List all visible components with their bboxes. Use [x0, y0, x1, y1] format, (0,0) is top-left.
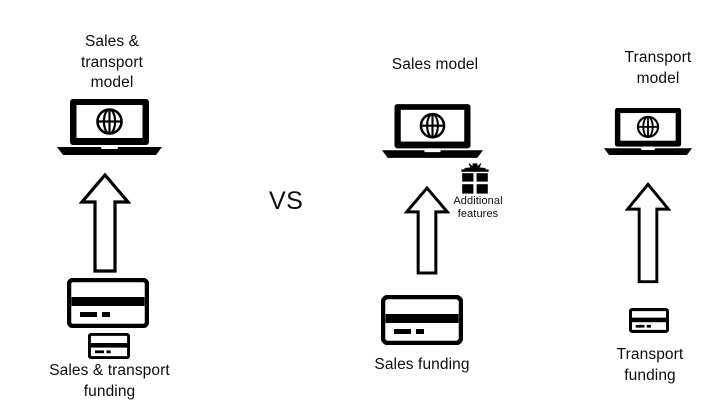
up-arrow-icon-transport	[625, 176, 671, 290]
laptop-globe-icon-combined	[57, 98, 162, 156]
credit-card-icon-large-sales	[381, 295, 463, 345]
credit-card-icon-small-transport	[629, 308, 669, 333]
laptop-globe-icon-transport	[604, 107, 692, 156]
up-arrow-icon-sales	[404, 180, 450, 281]
vs-label: VS	[269, 187, 304, 215]
credit-card-icon-large-combined	[67, 278, 149, 328]
funding-label-sales: Sales funding	[374, 356, 470, 373]
funding-label-transport: Transport funding	[616, 346, 684, 384]
extra-features-label-sales: Additional features	[453, 195, 503, 221]
laptop-globe-icon-sales	[382, 103, 483, 159]
gift-icon-sales	[458, 162, 492, 195]
up-arrow-icon-combined	[79, 172, 131, 274]
model-label-combined: Sales & transport model	[80, 33, 144, 92]
model-label-transport: Transport model	[624, 49, 692, 87]
credit-card-icon-small-combined	[88, 333, 130, 359]
funding-label-combined: Sales & transport funding	[49, 362, 170, 400]
model-label-sales: Sales model	[391, 56, 479, 73]
